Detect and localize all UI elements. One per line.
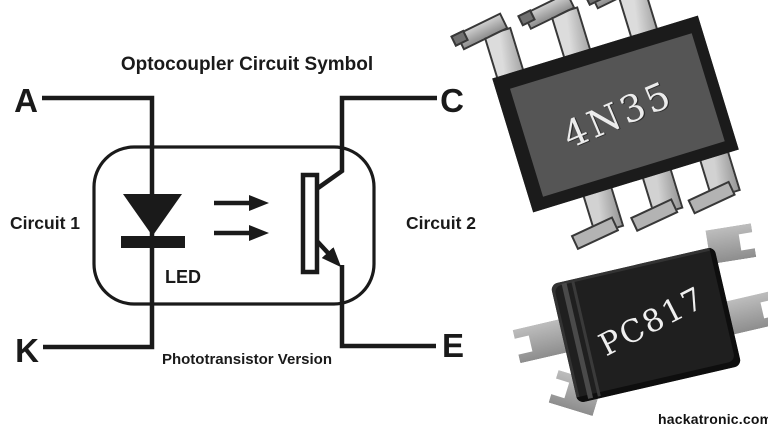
chip-pc817-assembly: PC817: [550, 247, 741, 404]
chip-4n35-part-number: 4N35: [556, 72, 679, 158]
diagram-caption: Phototransistor Version: [162, 351, 332, 368]
phototransistor-base-bar: [300, 172, 320, 275]
terminal-cathode-label: K: [15, 332, 39, 369]
chip-photo-pc817: PC817: [532, 236, 764, 428]
chip-photo-4n35: 4N35: [483, 0, 748, 242]
smd-pin-icon: [513, 319, 567, 363]
terminal-anode-label: A: [14, 82, 38, 119]
chip-4n35-body: 4N35: [492, 15, 739, 213]
chip-pc817-part-number: PC817: [593, 279, 712, 364]
led-triangle: [123, 194, 182, 236]
terminal-collector-label: C: [440, 82, 464, 119]
terminal-emitter-label: E: [442, 327, 464, 364]
led-cathode-bar: [121, 236, 185, 248]
circuit1-label: Circuit 1: [10, 213, 80, 233]
chip-pc817-body: PC817: [550, 246, 742, 404]
circuit2-label: Circuit 2: [406, 213, 476, 233]
led-label: LED: [165, 267, 201, 287]
watermark-text: hackatronic.com: [658, 411, 768, 427]
collector-wire: [316, 95, 437, 190]
optocoupler-package-outline: [92, 145, 376, 306]
optocoupler-diagram: Optocoupler Circuit Symbol A C K E Circu…: [10, 54, 476, 369]
chip-4n35-assembly: 4N35: [483, 0, 741, 236]
diagram-title: Optocoupler Circuit Symbol: [121, 54, 373, 75]
emitter-exit-wire: [339, 265, 436, 349]
